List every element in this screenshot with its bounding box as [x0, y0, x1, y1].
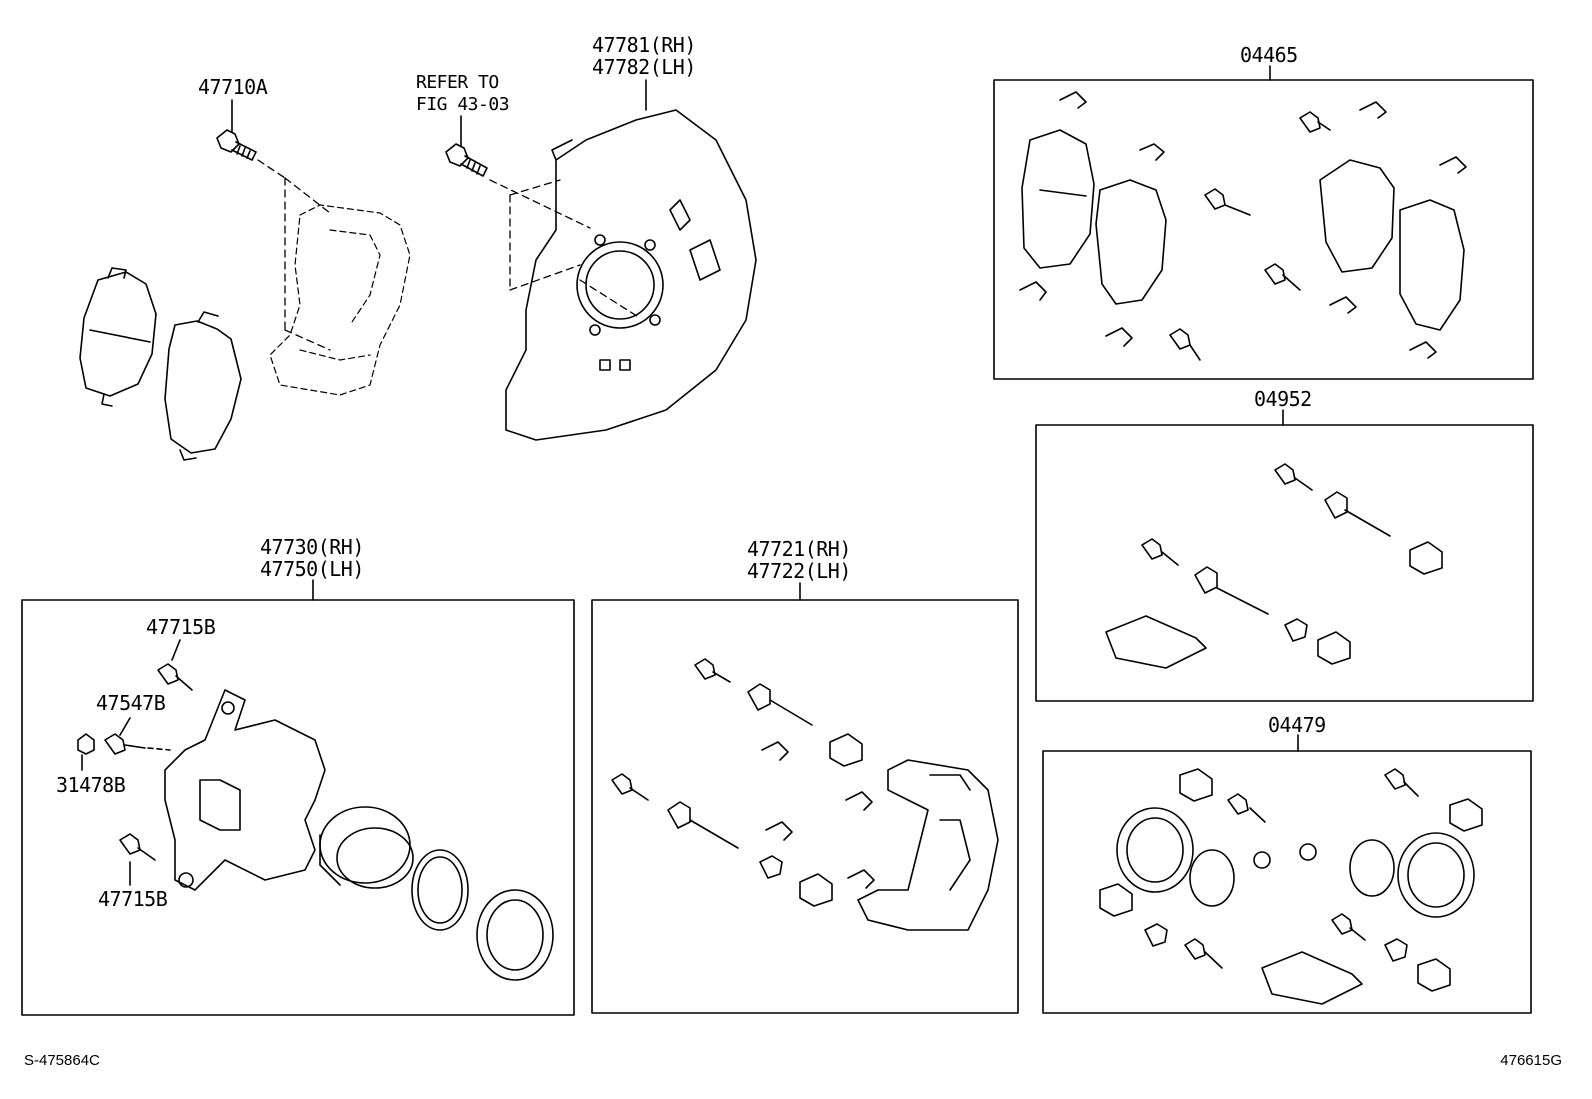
label-47547b: 47547B — [96, 691, 166, 715]
footer-right-code: 476615G — [1500, 1052, 1562, 1069]
kit-04952-box — [1035, 424, 1534, 702]
label-mount-lh: 47722(LH) — [747, 559, 851, 583]
label-47715b-top: 47715B — [146, 615, 216, 639]
label-shield-rh: 47781(RH) — [592, 33, 696, 57]
caliper-mounting-box — [591, 599, 1019, 1014]
bolt-47710a — [216, 99, 257, 161]
label-caliper-lh: 47750(LH) — [260, 557, 364, 581]
label-47715b-bot: 47715B — [98, 887, 168, 911]
label-kit-04465: 04465 — [1240, 43, 1298, 67]
kit-04479-parts — [1099, 768, 1483, 1005]
disc-dust-shield — [505, 79, 757, 441]
kit-04479-box — [1042, 750, 1532, 1014]
label-kit-04952: 04952 — [1254, 387, 1312, 411]
label-31478b: 31478B — [56, 773, 126, 797]
mounting-ghost — [269, 204, 411, 396]
label-47710a: 47710A — [198, 75, 268, 99]
label-shield-lh: 47782(LH) — [592, 55, 696, 79]
caliper-assembly-parts — [77, 639, 554, 981]
bolt-refer — [445, 115, 488, 177]
label-refer-to: REFER TO — [416, 72, 499, 93]
kit-04465-parts — [1019, 91, 1467, 361]
footer-left-code: S-475864C — [24, 1052, 100, 1069]
label-caliper-rh: 47730(RH) — [260, 535, 364, 559]
label-kit-04479: 04479 — [1268, 713, 1326, 737]
label-mount-rh: 47721(RH) — [747, 537, 851, 561]
kit-04952-parts — [1105, 463, 1443, 669]
mounting-parts — [611, 658, 999, 931]
kit-04465-box — [993, 79, 1534, 380]
brake-pads-left — [79, 267, 242, 461]
label-fig-43-03: FIG 43-03 — [416, 94, 510, 115]
caliper-assembly-box — [21, 599, 575, 1016]
dashed-leaders — [257, 159, 641, 351]
